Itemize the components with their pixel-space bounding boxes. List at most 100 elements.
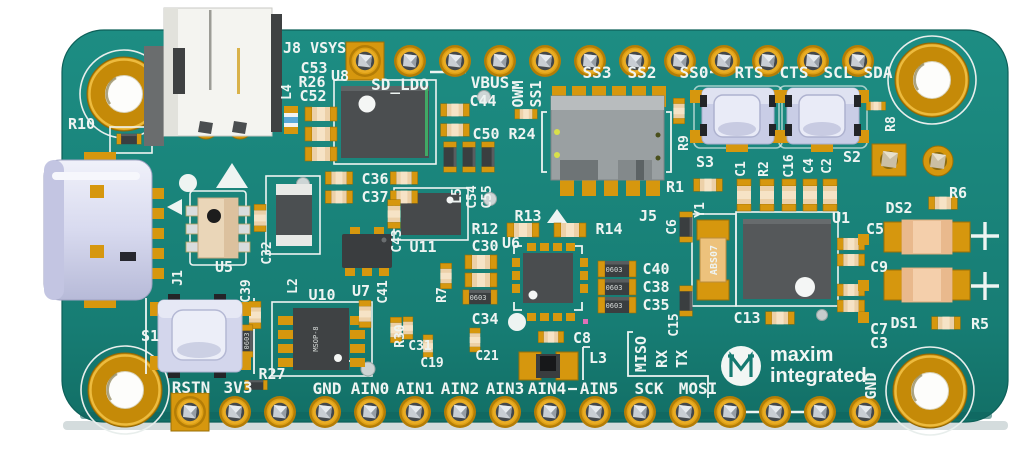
plus-mark-ds1 bbox=[971, 272, 999, 300]
marking-c38: 0603 bbox=[606, 284, 623, 292]
silk-label-c5: C5 bbox=[866, 220, 884, 238]
silk-label-mosi: MOSI bbox=[679, 379, 718, 398]
silk-label-c39: C39 bbox=[239, 279, 254, 302]
silk-label-u8: U8 bbox=[331, 67, 349, 85]
led-ds2 bbox=[883, 219, 971, 255]
passives-dark: 0603 0603 0603 0603 0603 bbox=[116, 133, 693, 391]
silk-label-cts: CTS bbox=[780, 63, 809, 82]
silk-label-u11: U11 bbox=[409, 238, 436, 256]
silk-label-r10: R10 bbox=[68, 115, 95, 133]
silk-label-ain5: AIN5 bbox=[580, 379, 619, 398]
maxim-logo-icon bbox=[721, 346, 761, 386]
silk-label-r9: R9 bbox=[677, 135, 692, 151]
arrow-up-small-icon bbox=[547, 209, 567, 223]
silk-label-gnd-right: GND bbox=[862, 372, 880, 399]
silk-label-c40: C40 bbox=[642, 260, 669, 278]
chip-u5 bbox=[185, 197, 251, 259]
marking-r-dark: 0603 bbox=[243, 333, 251, 350]
silk-label-vbus: VBUS bbox=[471, 73, 510, 92]
marking-c34: 0603 bbox=[470, 294, 487, 302]
silk-label-c43: C43 bbox=[390, 229, 405, 252]
silk-label-r24: R24 bbox=[508, 125, 535, 143]
silk-label-ss2: SS2 bbox=[628, 63, 657, 82]
silk-label-c8: C8 bbox=[573, 329, 591, 347]
button-s3 bbox=[690, 87, 784, 152]
silk-label-s2: S2 bbox=[843, 148, 861, 166]
silk-label-c34: C34 bbox=[471, 310, 498, 328]
silk-label-scl: SCL bbox=[824, 63, 853, 82]
usb-connector bbox=[43, 152, 164, 308]
silk-label-r14: R14 bbox=[595, 220, 622, 238]
silk-label-rstn: RSTN bbox=[172, 378, 211, 397]
led-ds1 bbox=[883, 267, 971, 303]
connector-j5 bbox=[550, 86, 666, 196]
top-header bbox=[345, 41, 874, 81]
silk-label-rx: RX bbox=[653, 350, 671, 368]
silk-label-ain4: AIN4 bbox=[528, 379, 567, 398]
silk-label-ds1: DS1 bbox=[890, 314, 917, 332]
silk-label-ain1: AIN1 bbox=[396, 379, 435, 398]
silk-label-c16: C16 bbox=[782, 154, 797, 178]
silk-label-ds2: DS2 bbox=[885, 199, 912, 217]
silk-label-c37: C37 bbox=[361, 188, 388, 206]
silk-label-sd-ldo: SD_LDO bbox=[371, 75, 429, 94]
silk-label-r30: R30 bbox=[393, 324, 408, 348]
silk-label-c7: C7 bbox=[870, 320, 888, 338]
silk-label-r5: R5 bbox=[971, 315, 989, 333]
silk-label-c53: C53 bbox=[300, 59, 327, 77]
inductor-l3 bbox=[518, 351, 579, 381]
crystal-marking: ABS07 bbox=[709, 245, 720, 275]
silk-label-c13: C13 bbox=[733, 309, 760, 327]
silk-label-c41: C41 bbox=[376, 280, 391, 304]
silkscreen-symbols bbox=[167, 163, 999, 331]
silk-label-l2: L2 bbox=[286, 278, 301, 294]
silk-label-r6: R6 bbox=[949, 184, 967, 202]
silk-label-s3: S3 bbox=[696, 153, 714, 171]
silk-label-c21: C21 bbox=[475, 349, 499, 364]
marking-c40: 0603 bbox=[606, 266, 623, 274]
silk-label-c54: C54 bbox=[465, 185, 480, 209]
silk-label-c44: C44 bbox=[469, 92, 496, 110]
silk-label-j8-vsys: J8 VSYS bbox=[283, 39, 346, 57]
arrow-up-icon bbox=[216, 163, 248, 188]
mounting-hole-bottom-right bbox=[884, 345, 976, 437]
silk-label-c3: C3 bbox=[870, 334, 888, 352]
silk-label-r7: R7 bbox=[435, 287, 450, 303]
silk-label-c38: C38 bbox=[642, 278, 669, 296]
button-s1-reset bbox=[150, 294, 251, 378]
silk-label-u6: U6 bbox=[502, 234, 520, 252]
silk-label-sck: SCK bbox=[635, 379, 664, 398]
silk-label-owm: OWM bbox=[509, 80, 527, 107]
fiducial-pink bbox=[583, 319, 588, 324]
silk-label-l3: L3 bbox=[589, 349, 607, 367]
battery-connector-j8 bbox=[144, 7, 282, 146]
silk-label-r2: R2 bbox=[757, 161, 772, 177]
silk-label-c9: C9 bbox=[870, 258, 888, 276]
spare-pads bbox=[858, 234, 869, 323]
silk-label-c2: C2 bbox=[820, 158, 835, 174]
silk-label-3v3: 3V3 bbox=[224, 378, 253, 397]
mounting-hole-top-right bbox=[886, 34, 978, 126]
chip-u7 bbox=[342, 227, 392, 276]
silk-label-gnd: GND bbox=[313, 379, 342, 398]
silkscreen-outlines bbox=[109, 70, 868, 414]
silk-label-r26: R26 bbox=[298, 73, 325, 91]
silk-label-c52: C52 bbox=[299, 87, 326, 105]
silk-label-c19: C19 bbox=[420, 356, 443, 371]
chip-u8 bbox=[341, 86, 429, 158]
silk-label-l4: L4 bbox=[280, 84, 295, 100]
silk-label-c50: C50 bbox=[472, 125, 499, 143]
chip-u1 bbox=[743, 219, 831, 299]
silk-label-l5: L5 bbox=[450, 188, 465, 204]
silk-label-j1: J1 bbox=[171, 270, 186, 286]
silk-label-sda: SDA bbox=[864, 63, 893, 82]
silk-label-miso: MISO bbox=[632, 336, 650, 372]
marking-c35: 0603 bbox=[606, 302, 623, 310]
test-point-round bbox=[922, 145, 954, 177]
silk-label-c15: C15 bbox=[667, 313, 682, 336]
silkscreen-labels: J8 VSYS C53 U8 R26 C52 SD_LDO VBUS SS3 S… bbox=[68, 39, 989, 398]
silk-label-u10: U10 bbox=[308, 286, 335, 304]
silk-label-r13: R13 bbox=[514, 207, 541, 225]
